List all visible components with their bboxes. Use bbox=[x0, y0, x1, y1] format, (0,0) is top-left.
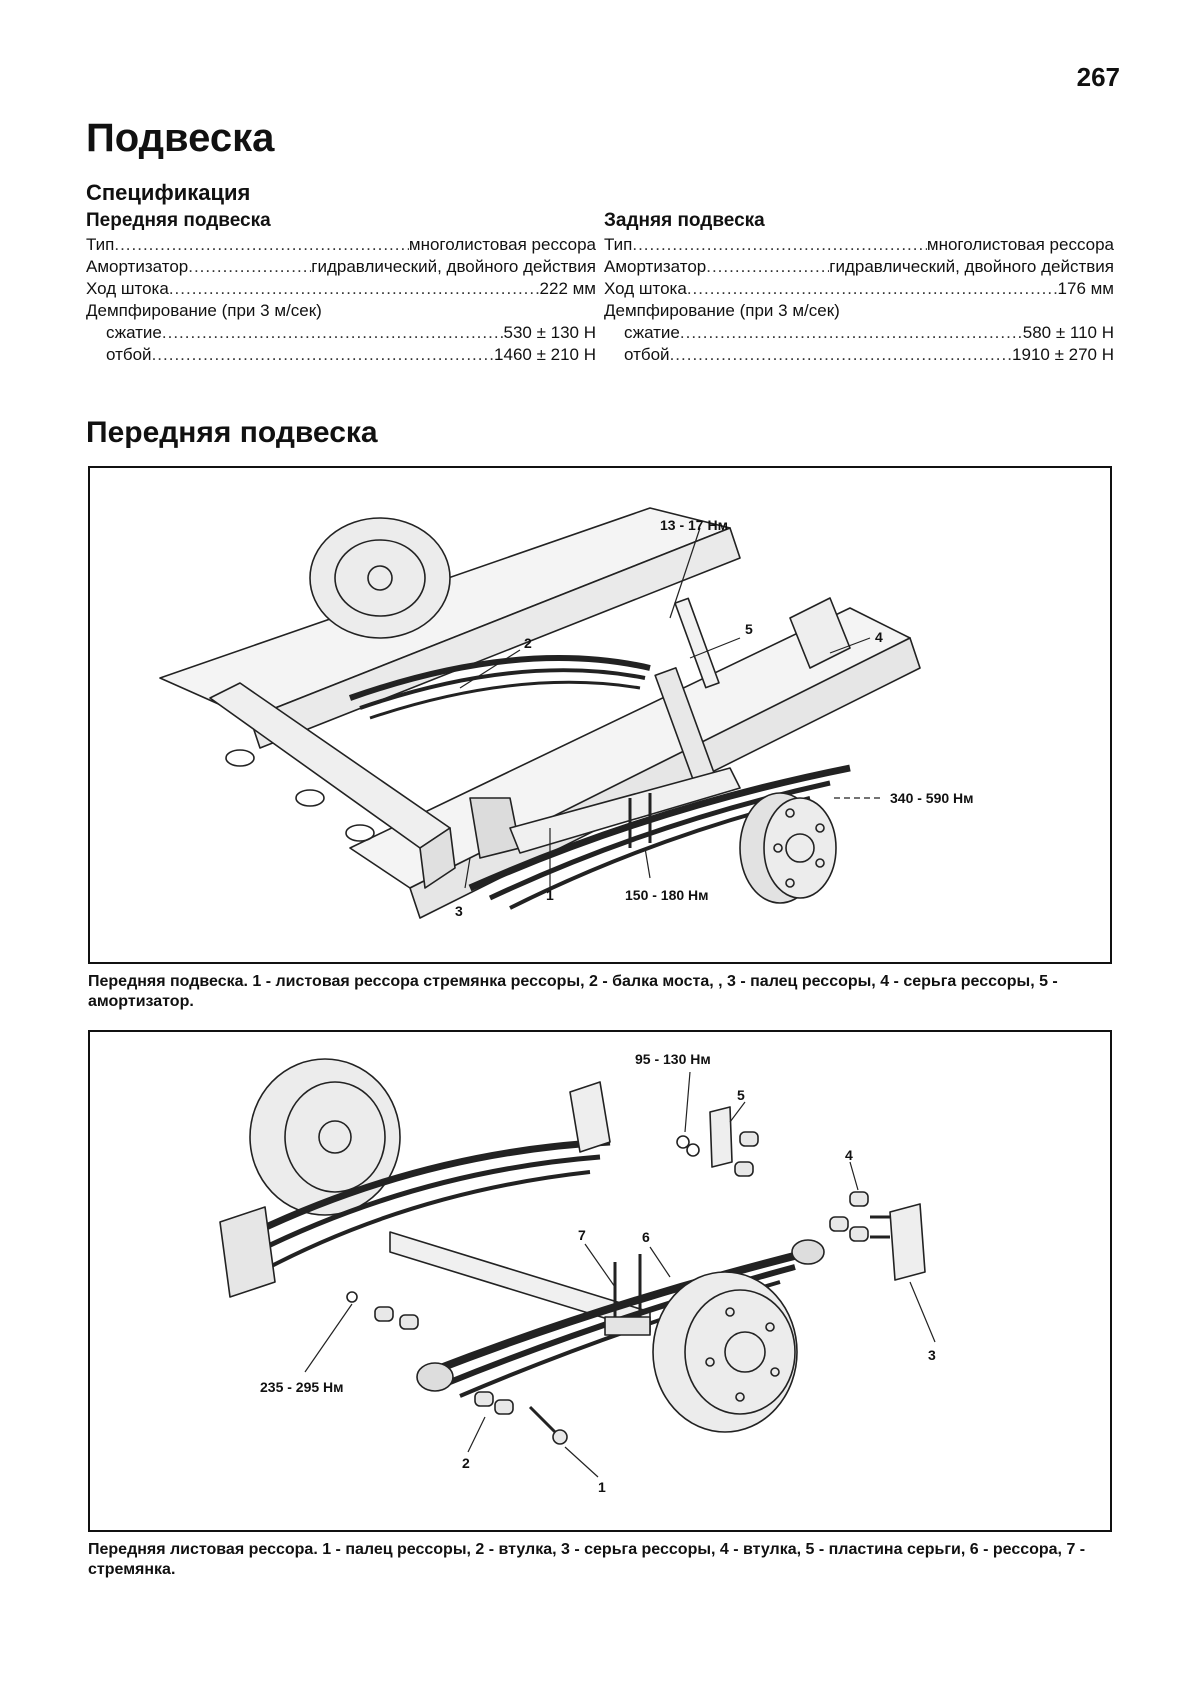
spec-row: Демпфирование (при 3 м/сек) bbox=[86, 301, 322, 320]
callout-4: 4 bbox=[845, 1147, 853, 1163]
torque-label-bottom: 150 - 180 Нм bbox=[625, 887, 709, 903]
spec-row: Типмноголистовая рессора bbox=[604, 234, 1114, 256]
front-suspension-drawing: 13 - 17 Нм 5 4 2 340 - 590 Нм 1 3 150 - … bbox=[159, 507, 974, 919]
callout-1: 1 bbox=[598, 1479, 606, 1495]
spec-row: Ход штока222 мм bbox=[86, 278, 596, 300]
spec-row: отбой1910 ± 270 Н bbox=[604, 344, 1114, 366]
figure1-caption: Передняя подвеска. 1 - листовая рессора … bbox=[88, 973, 1058, 1010]
spec-row: сжатие580 ± 110 Н bbox=[604, 322, 1114, 344]
callout-7: 7 bbox=[578, 1227, 586, 1243]
callout-6: 6 bbox=[642, 1229, 650, 1245]
spec-row: Типмноголистовая рессора bbox=[86, 234, 596, 256]
callout-4: 4 bbox=[875, 629, 883, 645]
callout-5: 5 bbox=[737, 1087, 745, 1103]
page-number: 267 bbox=[1076, 62, 1120, 92]
spec-row: Амортизаторгидравлический, двойного дейс… bbox=[86, 256, 596, 278]
section-title: Передняя подвеска bbox=[86, 416, 378, 449]
spec-row: сжатие530 ± 130 Н bbox=[86, 322, 596, 344]
torque-label-top: 95 - 130 Нм bbox=[635, 1051, 711, 1067]
callout-5: 5 bbox=[745, 621, 753, 637]
callout-3: 3 bbox=[455, 903, 463, 919]
spec-title: Спецификация bbox=[86, 180, 251, 205]
front-leaf-spring-figure: 95 - 130 Нм 5 4 6 7 3 235 - 295 Нм 2 1 bbox=[88, 1030, 1112, 1532]
page-title: Подвеска bbox=[86, 116, 275, 160]
torque-label-left: 235 - 295 Нм bbox=[260, 1379, 344, 1395]
rear-spec-column: Задняя подвеска Типмноголистовая рессора… bbox=[604, 210, 1114, 366]
spec-row: Демпфирование (при 3 м/сек) bbox=[604, 301, 840, 320]
front-suspension-figure: 13 - 17 Нм 5 4 2 340 - 590 Нм 1 3 150 - … bbox=[88, 466, 1112, 964]
figure2-caption: Передняя листовая рессора. 1 - палец рес… bbox=[88, 1541, 1086, 1578]
torque-label-top: 13 - 17 Нм bbox=[660, 517, 728, 533]
callout-2: 2 bbox=[524, 635, 532, 651]
spec-row: Ход штока176 мм bbox=[604, 278, 1114, 300]
callout-3: 3 bbox=[928, 1347, 936, 1363]
rear-spec-heading: Задняя подвеска bbox=[604, 210, 765, 231]
callout-1: 1 bbox=[546, 887, 554, 903]
front-spec-heading: Передняя подвеска bbox=[86, 210, 271, 231]
spec-row: Амортизаторгидравлический, двойного дейс… bbox=[604, 256, 1114, 278]
callout-2: 2 bbox=[462, 1455, 470, 1471]
front-leaf-spring-drawing: 95 - 130 Нм 5 4 6 7 3 235 - 295 Нм 2 1 bbox=[219, 1051, 936, 1495]
torque-label-right: 340 - 590 Нм bbox=[890, 790, 974, 806]
front-spec-column: Передняя подвеска Типмноголистовая рессо… bbox=[86, 210, 596, 366]
spec-row: отбой1460 ± 210 Н bbox=[86, 344, 596, 366]
